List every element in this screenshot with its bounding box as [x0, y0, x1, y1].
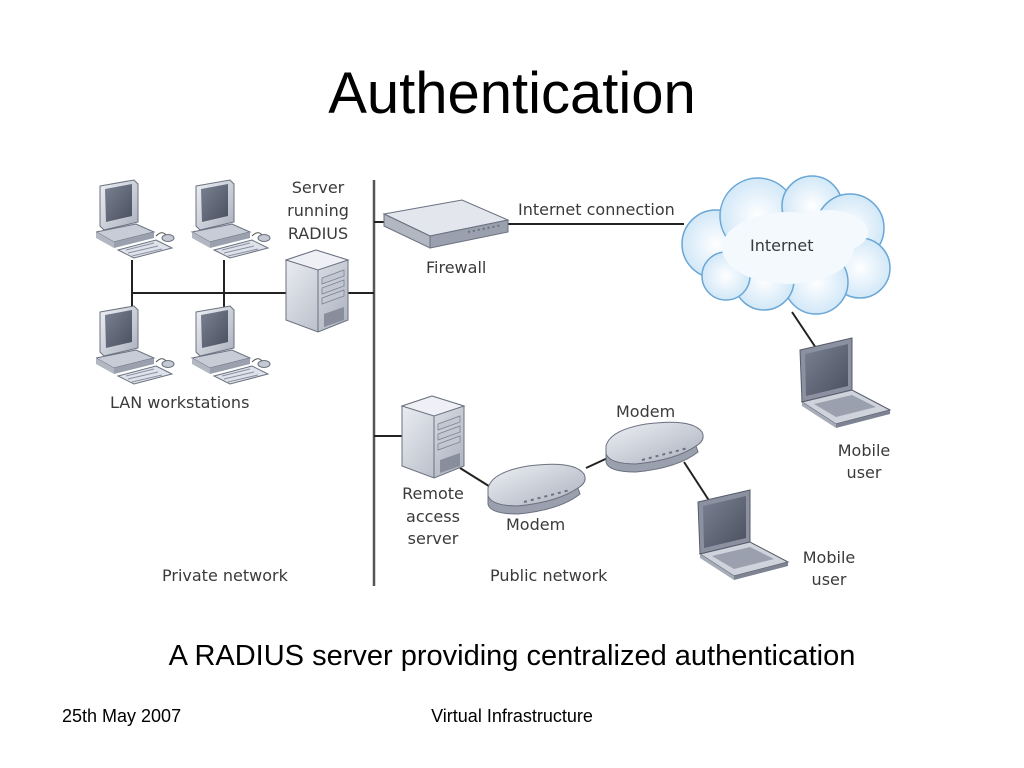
laptop-icon — [799, 337, 891, 429]
mobile-user-top-label-line2: user — [847, 463, 882, 482]
workstation-icon — [191, 179, 271, 259]
remote-access-label-line1: Remote — [402, 484, 464, 503]
slide-title: Authentication — [328, 61, 696, 126]
footer-date: 25th May 2007 — [62, 706, 182, 726]
remote-access-label-line3: server — [408, 529, 459, 548]
firewall-appliance-icon — [382, 199, 510, 249]
radius-server-label-line3: RADIUS — [288, 224, 348, 243]
private-network-label: Private network — [162, 566, 289, 585]
firewall-label: Firewall — [426, 258, 486, 277]
remote-access-label-line2: access — [406, 507, 460, 526]
workstation-icon — [96, 179, 175, 259]
figure-caption: A RADIUS server providing centralized au… — [168, 640, 856, 672]
cloud-icon — [681, 175, 891, 315]
public-network-label: Public network — [490, 566, 608, 585]
mobile-user-top-label-line1: Mobile — [838, 441, 890, 460]
laptop-icon — [697, 489, 789, 581]
remote-access-server-icon — [401, 395, 465, 479]
radius-server-label-line2: running — [287, 201, 349, 220]
lan-workstations-label: LAN workstations — [110, 393, 249, 412]
radius-network-diagram: LAN workstations Server running RADIUS F… — [96, 175, 891, 589]
radius-server-tower-icon — [285, 249, 349, 333]
internet-connection-label: Internet connection — [518, 200, 675, 219]
radius-server-label-line1: Server — [292, 178, 345, 197]
modem-icon — [605, 421, 705, 473]
modem-top-label: Modem — [616, 402, 675, 421]
modem-icon — [487, 463, 587, 515]
mobile-user-bottom-label-line1: Mobile — [803, 548, 855, 567]
internet-label: Internet — [750, 236, 814, 255]
modem-bottom-label: Modem — [506, 515, 565, 534]
mobile-user-bottom-label-line2: user — [812, 570, 847, 589]
footer-title: Virtual Infrastructure — [431, 706, 593, 726]
workstation-icon — [191, 305, 271, 385]
workstation-icon — [96, 305, 175, 385]
